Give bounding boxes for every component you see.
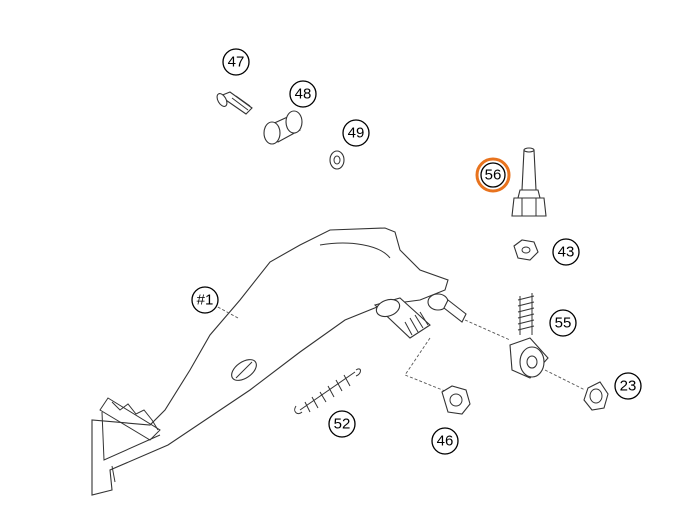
svg-text:52: 52 — [334, 416, 351, 433]
callout-47[interactable]: 47 — [222, 48, 250, 76]
clevis-part-55[interactable] — [509, 293, 549, 379]
callout-52[interactable]: 52 — [328, 410, 356, 438]
nut-part-43[interactable] — [513, 239, 539, 261]
spring-part-52[interactable] — [294, 368, 361, 415]
leader-line — [464, 319, 511, 341]
svg-text:#1: #1 — [197, 292, 214, 309]
svg-text:47: 47 — [228, 54, 245, 71]
svg-text:49: 49 — [348, 125, 365, 142]
leader-line — [404, 337, 451, 394]
bolt-part-23[interactable] — [583, 381, 609, 411]
pedal-pivot-bolt[interactable] — [373, 293, 467, 339]
callout-48[interactable]: 48 — [289, 80, 317, 108]
svg-text:43: 43 — [558, 244, 575, 261]
svg-text:55: 55 — [555, 315, 572, 332]
brake-pedal[interactable] — [91, 227, 449, 496]
callout-23[interactable]: 23 — [614, 372, 642, 400]
svg-text:46: 46 — [437, 433, 454, 450]
callout-55[interactable]: 55 — [549, 309, 577, 337]
leader-line — [544, 369, 586, 391]
nut-part-46[interactable] — [441, 385, 471, 415]
svg-text:48: 48 — [295, 86, 312, 103]
callout-46[interactable]: 46 — [431, 427, 459, 455]
svg-text:23: 23 — [620, 378, 637, 395]
callout-49[interactable]: 49 — [342, 119, 370, 147]
push-rod-part-56[interactable] — [511, 147, 547, 217]
screw-part-47[interactable] — [215, 91, 253, 115]
callout-43[interactable]: 43 — [552, 238, 580, 266]
bushing-part-48[interactable] — [263, 110, 303, 145]
callout-56[interactable]: 56 — [475, 157, 511, 193]
svg-text:56: 56 — [485, 167, 502, 184]
washer-part-49[interactable] — [329, 150, 345, 170]
callout-1[interactable]: #1 — [191, 286, 219, 314]
